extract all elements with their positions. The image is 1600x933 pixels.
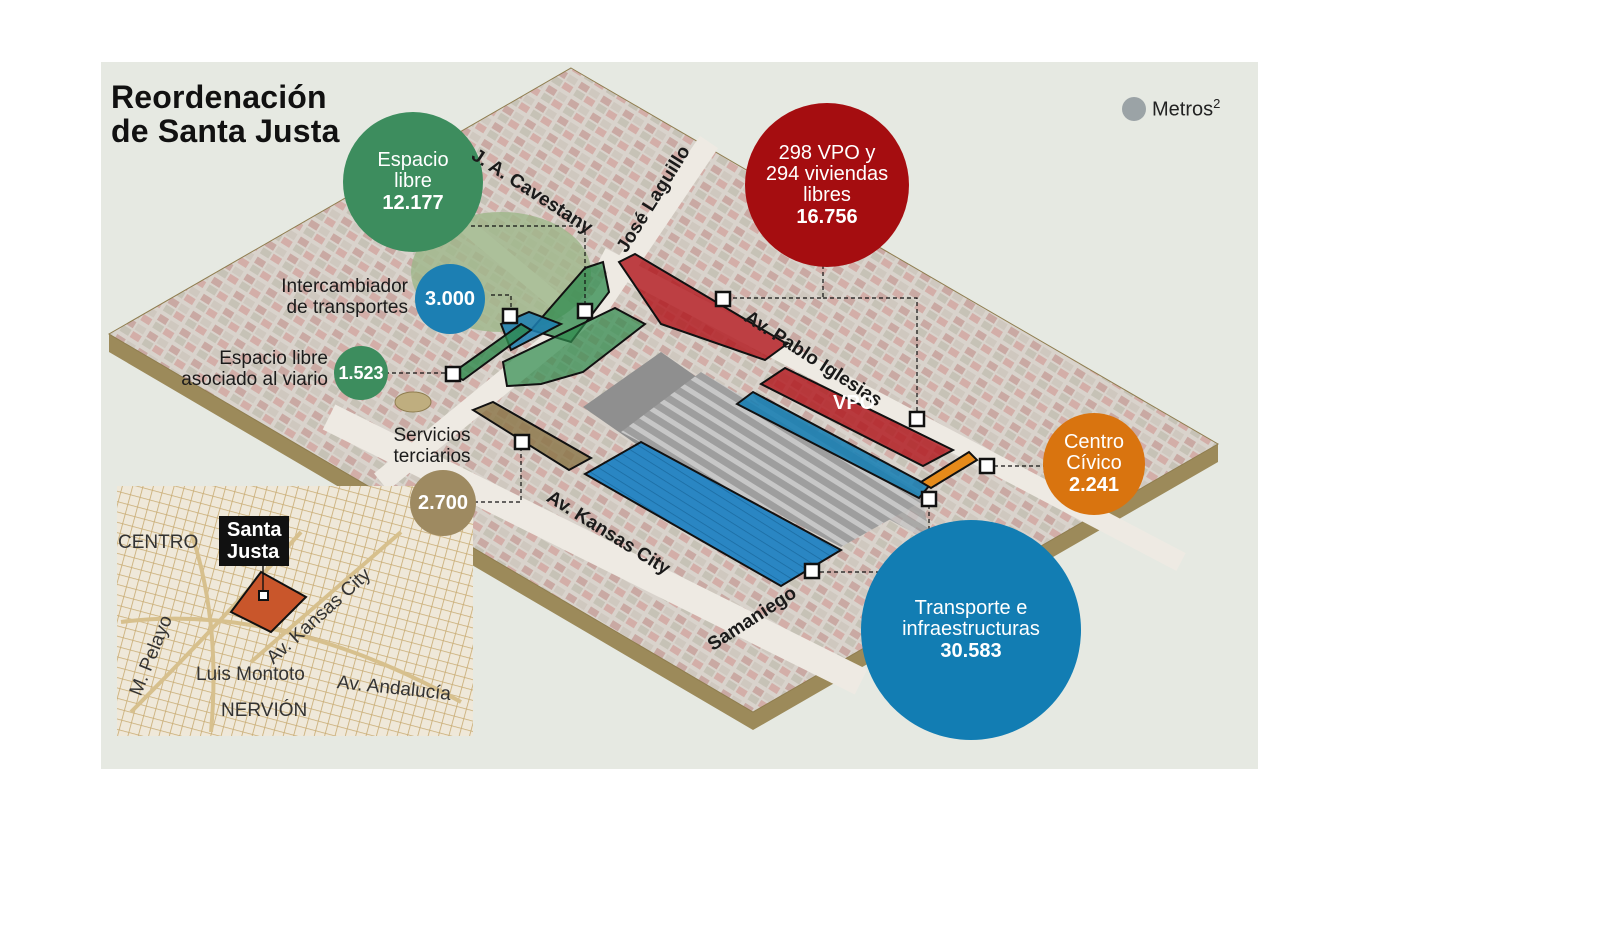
- inset-montoto: Luis Montoto: [196, 664, 305, 685]
- bubble-transporte-label-1: Transporte e: [914, 597, 1028, 619]
- inset-centro: CENTRO: [118, 532, 199, 553]
- inset-nervion: NERVIÓN: [221, 700, 308, 721]
- label-intercambiador: Intercambiador de transportes: [236, 276, 408, 318]
- bubble-intercambiador-value: 3.000: [424, 288, 476, 310]
- zone-markers: [444, 290, 996, 580]
- inset-santa-line-2: Justa: [227, 541, 280, 563]
- bubble-viviendas: 298 VPO y 294 viviendas libres 16.756: [745, 103, 909, 267]
- inset-santa-justa-area: [229, 570, 308, 634]
- zone-centro-civico: [919, 450, 979, 490]
- page-title: Reordenación de Santa Justa: [111, 80, 340, 148]
- bubble-viviendas-label-2: 294 viviendas: [765, 162, 889, 185]
- bubble-espacio-viario: 1.523: [334, 346, 388, 400]
- zone-transporte: [582, 440, 844, 588]
- inset-santa-justa-label: Santa Justa: [219, 516, 290, 566]
- bubble-centro-civico: Centro Cívico 2.241: [1043, 413, 1145, 515]
- inset-roads: [120, 530, 462, 733]
- bubble-viviendas-value: 16.756: [796, 205, 858, 228]
- legend-dot-icon: [1122, 96, 1146, 121]
- bubble-centro-civico-label-1: Centro: [1063, 431, 1125, 453]
- legend-label: Metros2: [1152, 96, 1221, 121]
- label-servicios-2: terciarios: [393, 446, 471, 467]
- bubble-espacio-libre-label-2: libre: [394, 170, 432, 192]
- label-servicios: Servicios terciarios: [376, 425, 488, 467]
- inset-marker: [258, 590, 269, 601]
- bubble-espacio-viario-value: 1.523: [338, 363, 384, 383]
- legend: Metros2: [1122, 96, 1220, 122]
- label-espacio-viario-1: Espacio libre: [219, 348, 328, 369]
- bubble-servicios: 2.700: [410, 470, 476, 536]
- bubble-espacio-libre-value: 12.177: [382, 192, 444, 214]
- bubble-espacio-libre: Espacio libre 12.177: [343, 112, 483, 252]
- zone-servicios: [470, 400, 594, 472]
- zone-espacio-libre-2: [501, 306, 647, 388]
- bubble-intercambiador: 3.000: [415, 264, 485, 334]
- bubble-centro-civico-label-2: Cívico: [1066, 452, 1122, 474]
- legend-superscript: 2: [1213, 96, 1221, 111]
- label-espacio-viario: Espacio libre asociado al viario: [150, 348, 328, 390]
- label-intercambiador-2: de transportes: [286, 297, 408, 318]
- title-line-1: Reordenación: [111, 79, 327, 115]
- zone-vpo: [759, 366, 956, 468]
- bubble-transporte-value: 30.583: [940, 640, 1002, 662]
- label-espacio-viario-2: asociado al viario: [181, 369, 328, 390]
- bubble-servicios-value: 2.700: [417, 492, 469, 514]
- roundabout: [394, 391, 432, 413]
- bubble-viviendas-label-3: libres: [803, 183, 851, 206]
- bubble-espacio-libre-label-1: Espacio: [377, 149, 449, 171]
- bubble-centro-civico-value: 2.241: [1068, 474, 1120, 496]
- zone-label-vpo: VPO: [833, 392, 876, 414]
- inset-santa-line-1: Santa: [227, 519, 282, 541]
- bubble-transporte: Transporte e infraestructuras 30.583: [861, 520, 1081, 740]
- bubble-transporte-label-2: infraestructuras: [902, 618, 1040, 640]
- label-intercambiador-1: Intercambiador: [281, 276, 408, 297]
- inset-map-bg: [117, 486, 473, 736]
- leader-lines: [385, 225, 1049, 573]
- zone-viviendas: [617, 252, 789, 362]
- bubble-viviendas-label-1: 298 VPO y: [778, 141, 876, 164]
- rail-tracks: [621, 372, 921, 547]
- title-line-2: de Santa Justa: [111, 113, 340, 149]
- label-servicios-1: Servicios: [393, 425, 471, 446]
